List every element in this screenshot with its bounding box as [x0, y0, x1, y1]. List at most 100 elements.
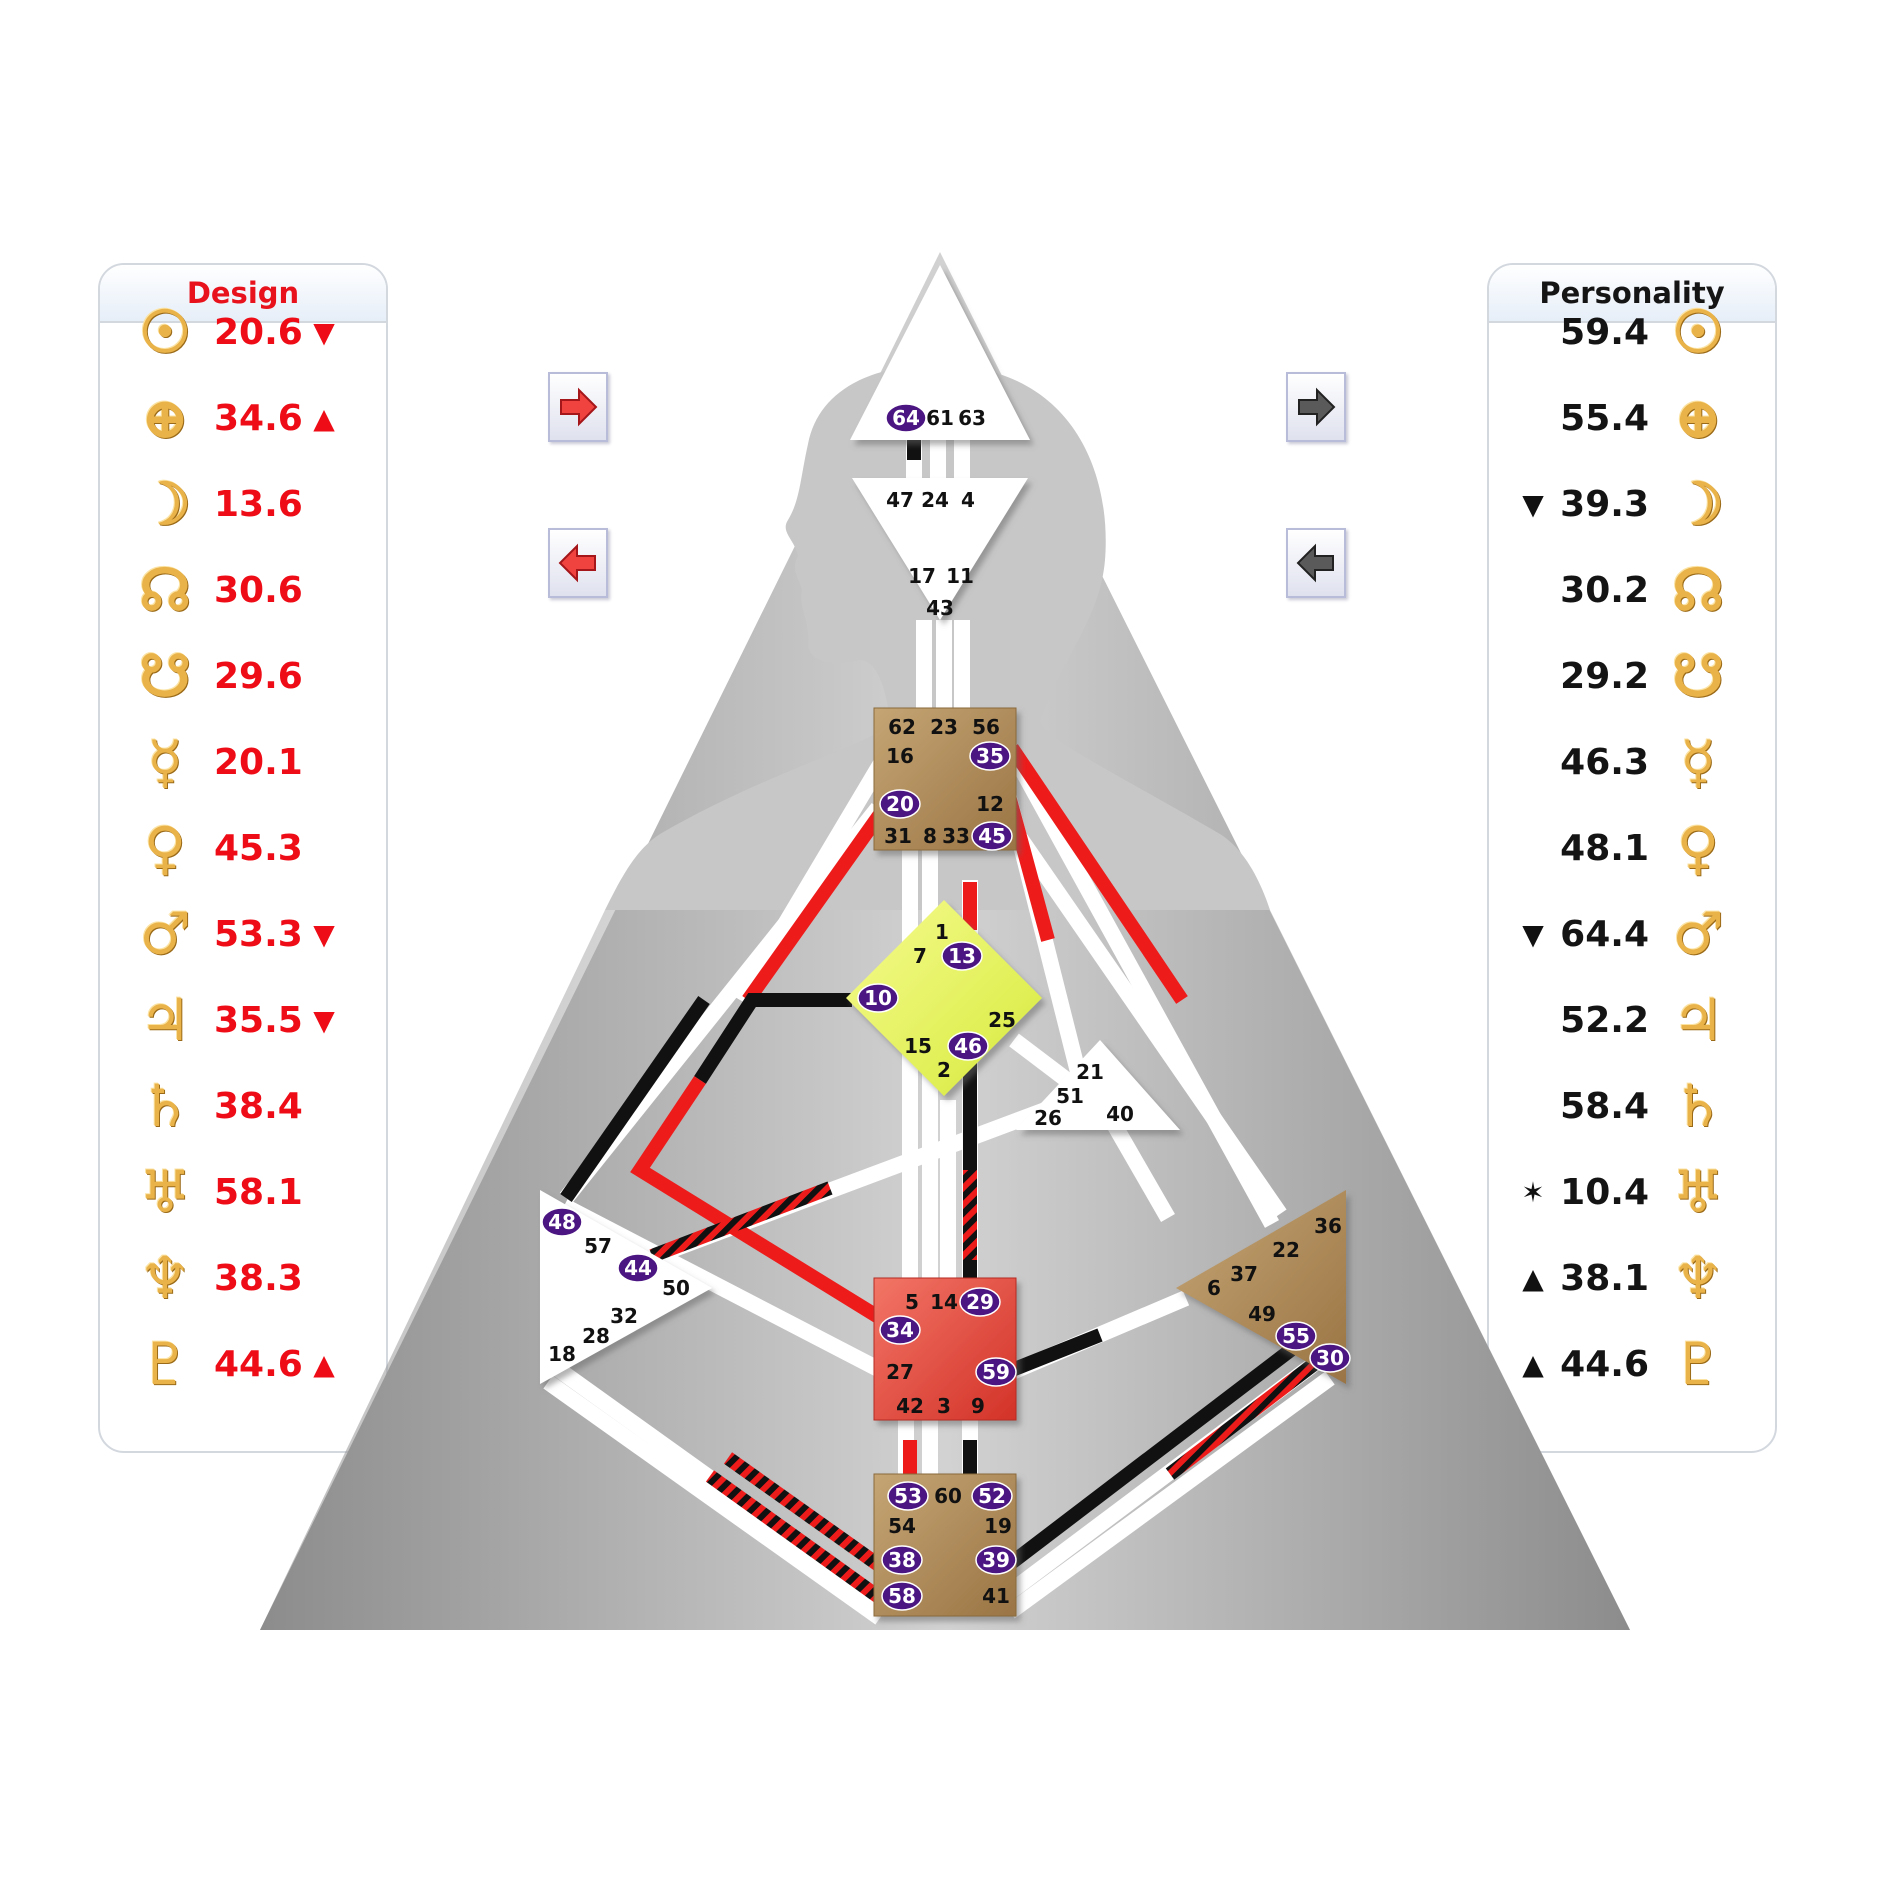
gate-9-label: 9: [971, 1394, 985, 1418]
gate-badge: [881, 1545, 923, 1575]
gate-54-label: 54: [888, 1514, 916, 1538]
gate-line-value: 44.6: [214, 1343, 303, 1385]
gate-line-value: 30.6: [214, 569, 303, 611]
gate-59-label: 59: [982, 1360, 1010, 1384]
gate-badge: [1309, 1343, 1351, 1373]
personality-row-moon: ▼39.3☽: [1515, 469, 1733, 539]
design-row-neptune: ♆ 38.3: [130, 1243, 342, 1313]
gate-55-label: 55: [1282, 1324, 1310, 1348]
gate-19-label: 19: [984, 1514, 1012, 1538]
gate-line-value: 59.4: [1560, 311, 1649, 353]
gate-badge: [857, 983, 899, 1013]
gate-25-label: 25: [988, 1008, 1016, 1032]
personality-back-button[interactable]: [1286, 528, 1346, 598]
design-panel: Design ☉20.6▼⊕34.6▲☽13.6☊30.6☋29.6☿20.1♀…: [98, 263, 388, 1453]
gate-7-label: 7: [913, 944, 927, 968]
personality-panel: Personality 59.4☉55.4⊕▼39.3☽30.2☊29.2☋46…: [1487, 263, 1777, 1453]
mercury-icon: ☿: [1680, 728, 1716, 796]
gate-line-value: 64.4: [1560, 913, 1649, 955]
sun-icon: ☉: [139, 298, 191, 366]
gate-badge: [941, 941, 983, 971]
gate-26-label: 26: [1034, 1106, 1062, 1130]
gate-64-label: 64: [892, 406, 920, 430]
moon-icon: ☽: [139, 470, 191, 538]
personality-row-jupiter: 52.2♃: [1515, 985, 1733, 1055]
moon-icon: ☽: [1672, 470, 1724, 538]
gate-badge: [947, 1031, 989, 1061]
saturn-icon: ♄: [139, 1072, 191, 1140]
design-row-saturn: ♄ 38.4: [130, 1071, 342, 1141]
gate-32-label: 32: [610, 1304, 638, 1328]
earth-icon: ⊕: [140, 384, 190, 452]
gate-5-label: 5: [905, 1290, 919, 1314]
design-back-button[interactable]: [548, 528, 608, 598]
gate-badge: [879, 789, 921, 819]
uranus-icon: ♅: [139, 1158, 191, 1226]
fixing-indicator: ▲: [1522, 1347, 1544, 1381]
personality-row-mercury: 46.3☿: [1515, 727, 1733, 797]
design-row-north-node: ☊30.6: [130, 555, 342, 625]
neptune-icon: ♆: [139, 1244, 191, 1312]
uranus-icon: ♅: [1672, 1158, 1724, 1226]
gate-48-label: 48: [548, 1210, 576, 1234]
fixing-indicator: ▲: [1522, 1261, 1544, 1295]
gate-17-label: 17: [908, 564, 936, 588]
gate-30-label: 30: [1316, 1346, 1344, 1370]
head-center: [850, 265, 1030, 440]
gate-4-label: 4: [961, 488, 975, 512]
fixing-indicator: ▲: [313, 1347, 335, 1381]
gate-60-label: 60: [934, 1484, 962, 1508]
south-node-icon: ☋: [1672, 642, 1724, 710]
gate-line-value: 20.1: [214, 741, 303, 783]
personality-row-venus: 48.1♀: [1515, 813, 1733, 883]
gate-57-label: 57: [584, 1234, 612, 1258]
gate-13-label: 13: [948, 944, 976, 968]
gate-52-label: 52: [978, 1484, 1006, 1508]
gate-line-value: 38.3: [214, 1257, 303, 1299]
gate-51-label: 51: [1056, 1084, 1084, 1108]
gate-14-label: 14: [930, 1290, 958, 1314]
g-center: [846, 900, 1042, 1096]
personality-forward-button[interactable]: [1286, 372, 1346, 442]
gate-line-value: 38.1: [1560, 1257, 1649, 1299]
gate-line-value: 39.3: [1560, 483, 1649, 525]
left-arrow-icon: [1296, 543, 1334, 583]
design-row-mars: ♂53.3▼: [130, 899, 342, 969]
design-row-mercury: ☿20.1: [130, 727, 342, 797]
gate-line-value: 30.2: [1560, 569, 1649, 611]
pluto-icon: ♇: [1672, 1330, 1724, 1398]
design-row-sun: ☉20.6▼: [130, 297, 342, 367]
gate-line-value: 45.3: [214, 827, 303, 869]
gate-12-label: 12: [976, 792, 1004, 816]
design-row-uranus: ♅ 58.1: [130, 1157, 342, 1227]
fixing-indicator: ▼: [313, 1003, 335, 1037]
gate-line-value: 29.2: [1560, 655, 1649, 697]
gate-badge: [971, 1481, 1013, 1511]
gate-47-label: 47: [886, 488, 914, 512]
gate-28-label: 28: [582, 1324, 610, 1348]
gate-62-label: 62: [888, 715, 916, 739]
fixing-indicator: ✶: [1521, 1175, 1545, 1209]
gate-line-value: 58.1: [214, 1171, 303, 1213]
gate-badge: [959, 1287, 1001, 1317]
gate-34-label: 34: [886, 1318, 914, 1342]
sun-icon: ☉: [1672, 298, 1724, 366]
personality-row-neptune: ▲38.1♆: [1515, 1243, 1733, 1313]
gate-24-label: 24: [921, 488, 949, 512]
fixing-indicator: ▼: [1522, 917, 1544, 951]
gate-line-value: 38.4: [214, 1085, 303, 1127]
gate-39-label: 39: [982, 1548, 1010, 1572]
gate-29-label: 29: [966, 1290, 994, 1314]
saturn-icon: ♄: [1672, 1072, 1724, 1140]
gate-56-label: 56: [972, 715, 1000, 739]
design-row-earth: ⊕34.6▲: [130, 383, 342, 453]
gate-16-label: 16: [886, 744, 914, 768]
gate-badge: [975, 1357, 1017, 1387]
gate-badge: [885, 403, 927, 433]
personality-panel-title: Personality: [1489, 265, 1775, 323]
gate-line-value: 52.2: [1560, 999, 1649, 1041]
design-forward-button[interactable]: [548, 372, 608, 442]
design-row-pluto: ♇44.6▲: [130, 1329, 342, 1399]
mars-icon: ♂: [139, 900, 191, 968]
gate-2-label: 2: [937, 1058, 951, 1082]
